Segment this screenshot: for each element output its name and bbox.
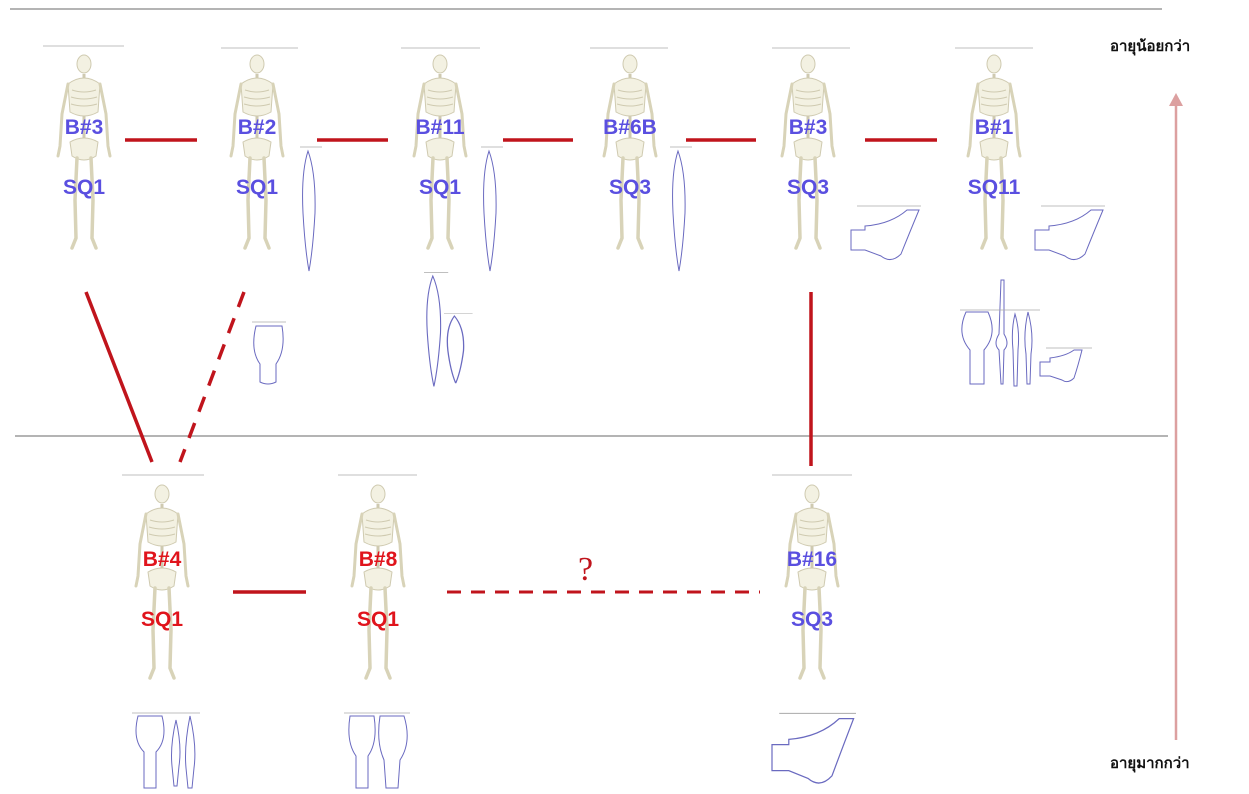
- burial-b4-sq1: B#4 SQ1: [122, 474, 204, 789]
- younger-age-label: อายุน้อยกว่า: [1110, 37, 1190, 56]
- burial-label: B#8: [359, 548, 398, 571]
- square-label: SQ1: [141, 608, 183, 631]
- tool-set-artifact: [960, 279, 1092, 387]
- square-label: SQ1: [236, 176, 278, 199]
- square-label: SQ1: [63, 176, 105, 199]
- adze-artifact: [850, 205, 922, 261]
- burial-b3-sq1: B#3 SQ1: [43, 45, 124, 250]
- bracelet-fragment-artifact: [251, 321, 287, 385]
- spearhead-artifact: [669, 146, 693, 272]
- burial-label: B#1: [975, 116, 1014, 139]
- link-b4sq1-b3sq1: [84, 291, 154, 463]
- spearhead-artifact: [443, 313, 474, 384]
- uncertain-link-question-mark: ?: [578, 551, 593, 588]
- burial-label: B#2: [238, 116, 277, 139]
- tool-set-artifact: [132, 712, 200, 789]
- link-b4sq1-b2sq1-dashed: [178, 291, 246, 463]
- square-label: SQ3: [787, 176, 829, 199]
- burial-b3-sq3: B#3 SQ3: [772, 47, 922, 261]
- square-label: SQ3: [609, 176, 651, 199]
- spearhead-artifact: [480, 146, 504, 272]
- square-label: SQ3: [791, 608, 833, 631]
- spearhead-artifact: [423, 271, 449, 387]
- adze-artifact: [1034, 205, 1106, 261]
- adze-artifact: [771, 712, 857, 784]
- burial-label: B#4: [143, 548, 182, 571]
- burial-label: B#11: [415, 116, 464, 139]
- burial-b6b-sq3: B#6B SQ3: [590, 47, 693, 272]
- tool-set-artifact: [344, 712, 410, 789]
- burial-b11-sq1: B#11 SQ1: [401, 47, 504, 387]
- burial-label: B#3: [65, 116, 104, 139]
- burial-b2-sq1: B#2 SQ1: [221, 47, 323, 385]
- burial-b8-sq1: B#8 SQ1: [338, 474, 417, 789]
- square-label: SQ1: [357, 608, 399, 631]
- age-axis-arrow: [1169, 93, 1183, 740]
- burial-label: B#6B: [603, 116, 657, 139]
- older-age-label: อายุมากกว่า: [1110, 754, 1190, 773]
- square-label: SQ1: [419, 176, 461, 199]
- spearhead-artifact: [299, 146, 323, 272]
- burial-b1-sq11: B#1 SQ11: [955, 47, 1106, 387]
- burial-b16-sq3: B#16 SQ3: [771, 474, 857, 784]
- burial-label: B#3: [789, 116, 828, 139]
- burial-label: B#16: [787, 548, 837, 571]
- square-label: SQ11: [968, 176, 1021, 199]
